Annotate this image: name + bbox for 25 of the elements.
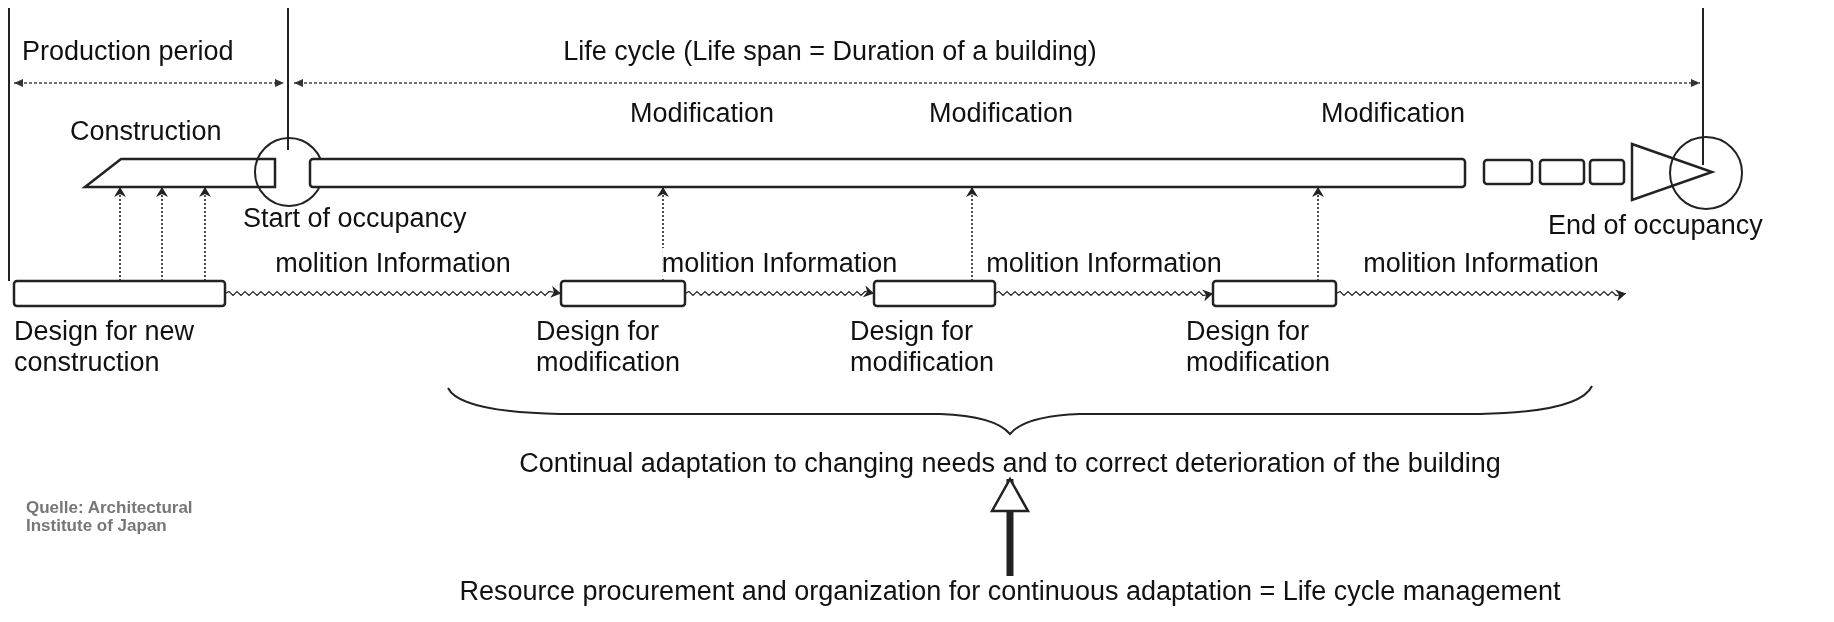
wavy-arrow bbox=[1335, 289, 1627, 302]
design-label: Design for modification bbox=[850, 316, 996, 378]
wavy-arrow bbox=[224, 285, 562, 298]
design-label: Design for modification bbox=[536, 316, 682, 378]
milestone-label: Start of occupancy bbox=[243, 203, 467, 234]
event-label: Modification bbox=[1320, 98, 1466, 129]
edge-label: molition Information bbox=[661, 247, 898, 279]
phase-label: Construction bbox=[70, 116, 222, 147]
source-note: Quelle: Architectural Institute of Japan bbox=[26, 499, 194, 535]
event-label: Modification bbox=[629, 98, 775, 129]
milestone-label: End of occupancy bbox=[1548, 210, 1763, 241]
event-label: Modification bbox=[928, 98, 1074, 129]
dimension-label: Life cycle (Life span = Duration of a building) bbox=[563, 36, 1097, 67]
arrow bbox=[1312, 186, 1324, 282]
arrow bbox=[156, 186, 168, 282]
dimension-label: Production period bbox=[22, 36, 234, 67]
wavy-arrow bbox=[684, 285, 875, 298]
wavy-arrow bbox=[994, 289, 1214, 302]
caption-text: Continual adaptation to changing needs and to correct deterioration of the building bbox=[519, 448, 1501, 479]
caption-text: Resource procurement and organization for continuous adaptation = Life cycle management bbox=[459, 576, 1561, 607]
arrow bbox=[966, 186, 978, 282]
arrow bbox=[199, 186, 211, 282]
design-label: Design for new construction bbox=[14, 316, 196, 378]
design-label: Design for modification bbox=[1186, 316, 1332, 378]
arrow bbox=[114, 186, 126, 282]
